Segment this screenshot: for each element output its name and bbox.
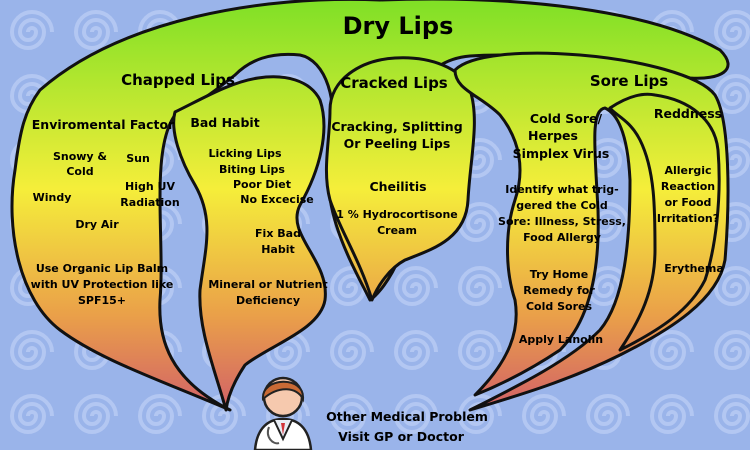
- factor-windy: Windy: [33, 191, 72, 204]
- environmental-factor-heading: Enviromental Factor: [32, 117, 175, 132]
- allergic-cause-1: Allergic: [664, 164, 711, 177]
- identify-trigger-2: gered the Cold: [516, 199, 608, 212]
- diagram-title: Dry Lips: [343, 12, 454, 40]
- factor-radiation: Radiation: [120, 196, 179, 209]
- hydrocortisone-1: 1 % Hydrocortisone: [336, 208, 458, 221]
- bad-habit-bubble: [172, 75, 327, 412]
- chapped-lips-heading: Chapped Lips: [121, 71, 235, 89]
- factor-cold: Cold: [66, 165, 93, 178]
- fix-habit-1: Fix Bad: [255, 227, 301, 240]
- habit-licking: Licking Lips: [208, 147, 282, 160]
- allergic-cause-3: or Food: [665, 196, 712, 209]
- allergic-cause-4: Irritation?: [657, 212, 719, 225]
- deficiency-1: Mineral or Nutrient: [208, 278, 327, 291]
- deficiency-2: Deficiency: [236, 294, 300, 307]
- apply-lanolin: Apply Lanolin: [519, 333, 603, 346]
- reddness-heading: Reddness: [654, 106, 722, 121]
- cracked-symptoms-1: Cracking, Splitting: [331, 119, 462, 134]
- habit-no-exercise: No Excecise: [240, 193, 313, 206]
- home-remedy-1: Try Home: [530, 268, 588, 281]
- sore-lips-heading: Sore Lips: [590, 72, 668, 90]
- doctor-icon: [253, 376, 313, 450]
- hydrocortisone-2: Cream: [377, 224, 417, 237]
- cracked-lips-bubble: [324, 56, 476, 302]
- cracked-lips-heading: Cracked Lips: [340, 74, 448, 92]
- erythema-label: Erythema: [664, 262, 724, 275]
- herpes-heading-3: Simplex Virus: [513, 146, 610, 161]
- factor-sun: Sun: [126, 152, 150, 165]
- identify-trigger-1: Identify what trig-: [505, 183, 618, 196]
- identify-trigger-4: Food Allergy: [523, 231, 601, 244]
- fix-habit-2: Habit: [261, 243, 295, 256]
- identify-trigger-3: Sore: Illness, Stress,: [498, 215, 626, 228]
- bad-habit-heading: Bad Habit: [190, 115, 259, 130]
- cheilitis-label: Cheilitis: [369, 179, 426, 194]
- habit-biting: Biting Lips: [219, 163, 285, 176]
- cracked-symptoms-2: Or Peeling Lips: [344, 136, 451, 151]
- lip-balm-advice-2: with UV Protection like: [31, 278, 174, 291]
- allergic-cause-2: Reaction: [661, 180, 715, 193]
- reddness-bubble: [608, 92, 721, 352]
- factor-snowy: Snowy &: [53, 150, 107, 163]
- herpes-heading-1: Cold Sore/: [530, 111, 603, 126]
- factor-dry-air: Dry Air: [75, 218, 119, 231]
- habit-poor-diet: Poor Diet: [233, 178, 291, 191]
- lip-balm-advice-1: Use Organic Lip Balm: [36, 262, 168, 275]
- footer-line-1: Other Medical Problem: [326, 409, 488, 424]
- factor-high-uv: High UV: [125, 180, 175, 193]
- home-remedy-3: Cold Sores: [526, 300, 592, 313]
- footer-line-2: Visit GP or Doctor: [338, 429, 465, 444]
- lip-balm-advice-3: SPF15+: [78, 294, 126, 307]
- home-remedy-2: Remedy for: [523, 284, 595, 297]
- herpes-heading-2: Herpes: [528, 128, 578, 143]
